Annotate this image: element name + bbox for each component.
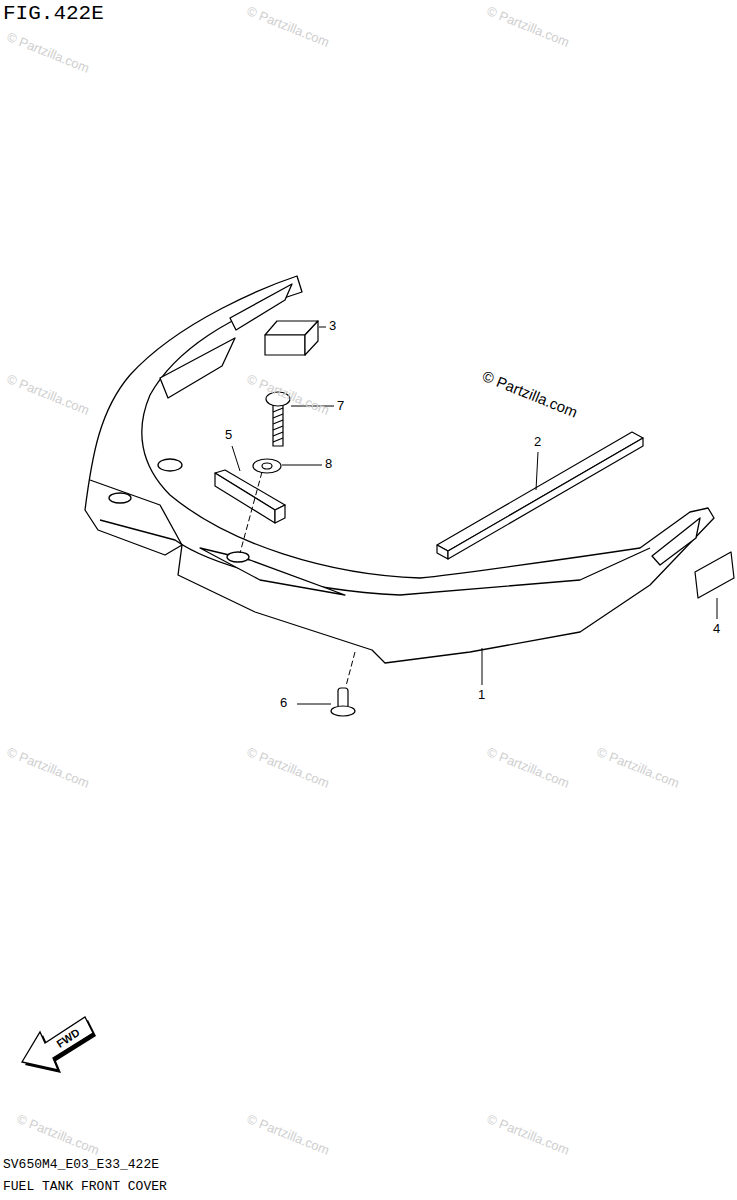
cover-outline: [85, 276, 714, 663]
leader-line: [717, 598, 718, 619]
clip-body: [338, 688, 348, 708]
cushion-bar: [215, 473, 275, 523]
cushion-bar: [275, 505, 285, 523]
assembly-line: [346, 652, 355, 686]
callout-number: 3: [329, 319, 336, 333]
watermark: © Partzilla.com: [245, 745, 332, 791]
watermark: © Partzilla.com: [485, 1112, 572, 1158]
watermark: © Partzilla.com: [5, 372, 92, 418]
cushion-block: [305, 321, 318, 355]
screw-shank: [273, 401, 283, 446]
arrow-body: [22, 1017, 93, 1070]
mount-hole: [158, 459, 182, 471]
watermark: © Partzilla.com: [245, 1112, 332, 1158]
watermark: © Partzilla.com: [595, 745, 682, 791]
cushion-strip: [437, 432, 643, 551]
cover-cutout: [200, 548, 345, 595]
watermark: © Partzilla.com: [245, 372, 332, 418]
watermark: © Partzilla.com: [245, 4, 332, 50]
forward-arrow: [22, 1017, 96, 1073]
diagram-code: SV650M4_E03_E33_422E: [3, 1158, 159, 1172]
callout-number: 8: [325, 457, 332, 471]
leader-line: [319, 327, 326, 328]
watermark: © Partzilla.com: [5, 745, 92, 791]
leader-lines: [232, 327, 717, 704]
small-parts: [215, 321, 734, 716]
leader-line: [232, 446, 240, 471]
assembly-line: [240, 472, 262, 553]
washer: [253, 459, 281, 473]
callout-number: 7: [337, 399, 344, 413]
leader-line: [297, 704, 331, 705]
callout-number: 2: [534, 435, 541, 449]
watermark: © Partzilla.com: [480, 368, 580, 421]
mount-hole: [109, 493, 131, 503]
cushion-strip: [437, 545, 448, 559]
diagram-caption: FUEL TANK FRONT COVER: [3, 1180, 167, 1194]
callout-number: 4: [713, 622, 720, 636]
cover-cutout: [160, 338, 235, 398]
leader-line: [536, 452, 538, 490]
front-cover: [85, 276, 714, 663]
watermark: © Partzilla.com: [485, 745, 572, 791]
leader-line: [282, 465, 322, 466]
cushion-block: [265, 335, 305, 355]
cover-ridge: [90, 480, 182, 545]
cover-cutout: [652, 518, 700, 565]
callout-number: 6: [280, 696, 287, 710]
callout-number: 5: [225, 428, 232, 442]
mount-hole: [227, 552, 249, 562]
clip-head: [331, 706, 355, 716]
cover-ridge: [100, 520, 650, 595]
screw-thread: [273, 408, 283, 442]
cushion-strip: [448, 438, 643, 559]
washer-hole: [262, 463, 272, 469]
callout-number: 1: [478, 688, 485, 702]
cushion-plate: [695, 552, 734, 598]
watermark: © Partzilla.com: [485, 4, 572, 50]
leader-line: [482, 648, 483, 685]
figure-title: FIG.422E: [3, 2, 104, 25]
watermark: © Partzilla.com: [5, 30, 92, 76]
watermark: © Partzilla.com: [15, 1112, 102, 1158]
